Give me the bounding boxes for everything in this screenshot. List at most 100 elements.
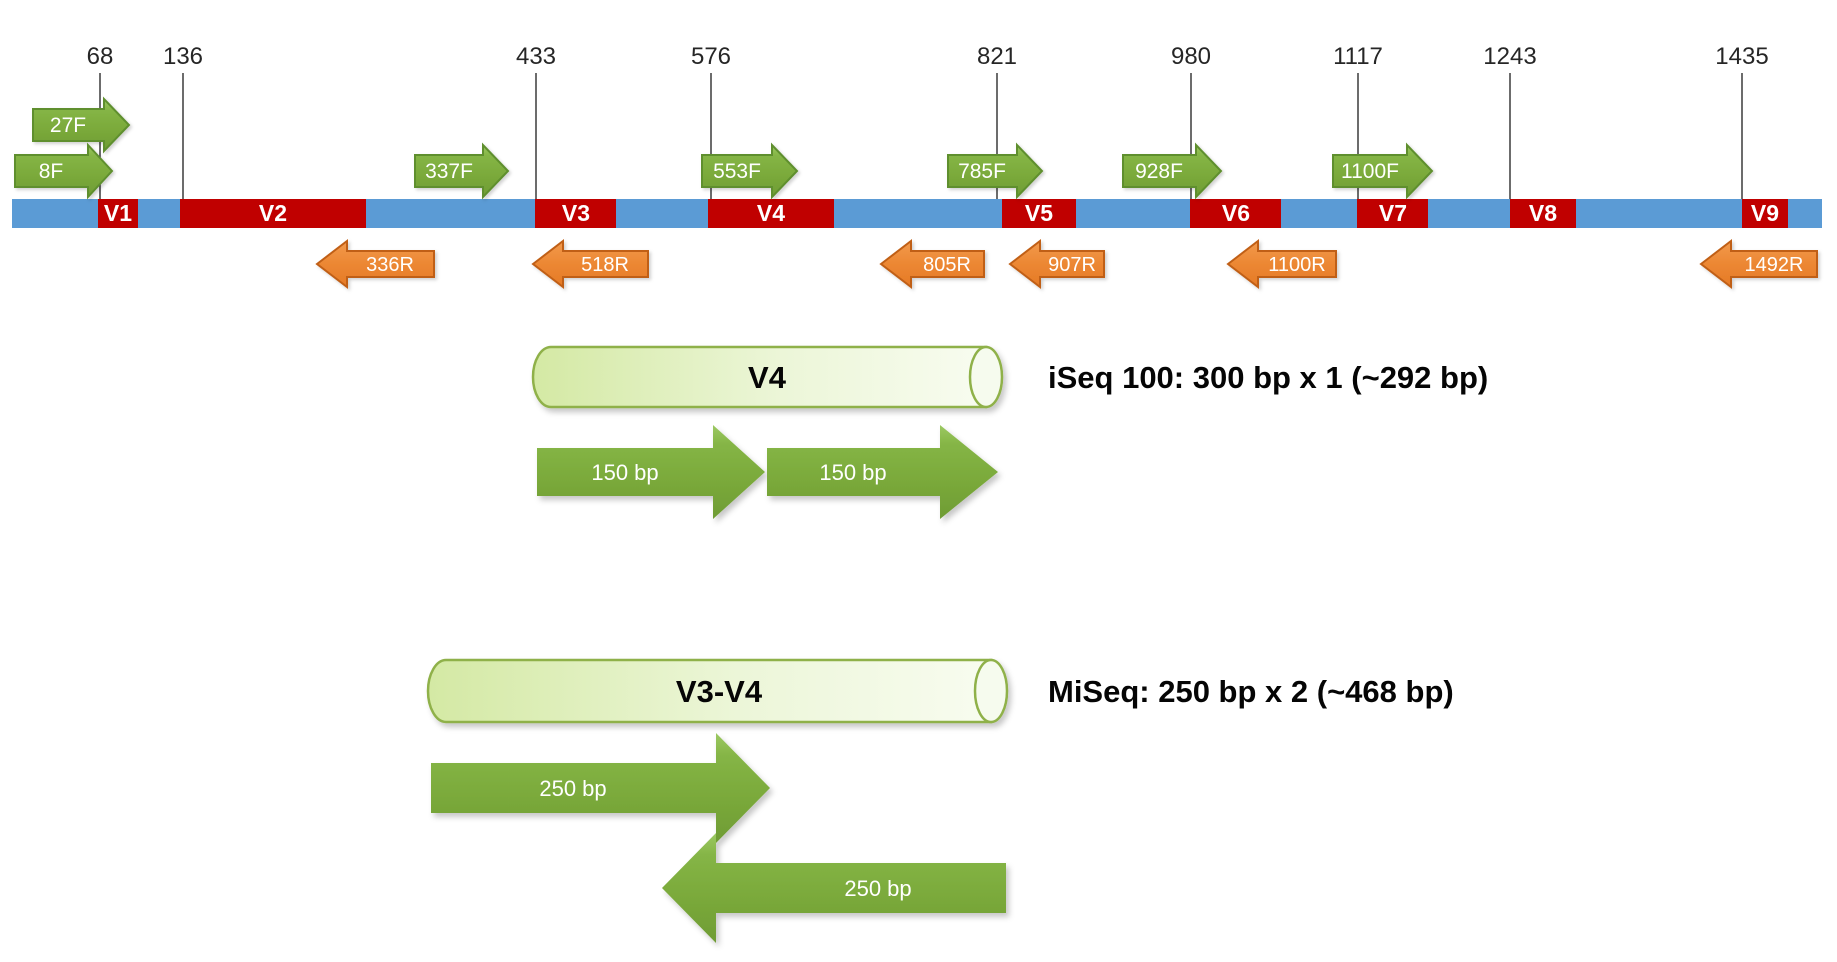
platform-label: MiSeq: 250 bp x 2 (~468 bp) — [1048, 674, 1454, 709]
position-ruler: 68 136 433 576 821 980 1117 1243 — [87, 43, 1769, 199]
tick-label: 1435 — [1715, 43, 1768, 70]
primer-label: 518R — [581, 254, 629, 276]
primer-label: 785F — [958, 160, 1006, 183]
tick-label: 1117 — [1333, 43, 1383, 70]
reverse-primers: 336R 518R 805R 907R 1100R 1492R — [315, 238, 1818, 290]
reverse-arrow-icon — [531, 238, 649, 290]
gene-backbone: V1 V2 V3 V4 V5 V6 V7 V8 — [12, 199, 1822, 228]
tick-label: 433 — [516, 43, 556, 70]
tick-136: 136 — [163, 43, 203, 199]
forward-primers: 27F 8F 337F 553F 785F 928F 1100F — [14, 96, 1434, 200]
region-rect — [98, 199, 138, 228]
primer-label: 907R — [1048, 254, 1096, 276]
tick-576: 576 — [691, 43, 731, 199]
region-rect — [1357, 199, 1428, 228]
region-segment-v2: V2 — [180, 199, 366, 228]
tick-label: 1243 — [1483, 43, 1536, 70]
forward-primer-27f: 27F — [32, 96, 131, 154]
read-arrow-left-icon — [662, 833, 1006, 943]
forward-arrow-icon — [1332, 142, 1434, 200]
cylinder-body — [426, 658, 993, 724]
region-label: V1 — [104, 200, 132, 226]
forward-arrow-icon — [701, 142, 799, 200]
cylinder-cap — [973, 658, 1009, 724]
primer-label: 8F — [39, 160, 64, 183]
iseq-reads — [537, 425, 998, 519]
tick-label: 136 — [163, 43, 203, 70]
forward-arrow-icon — [947, 142, 1044, 200]
region-segment-v5: V5 — [1002, 199, 1076, 228]
region-label: V4 — [757, 200, 785, 226]
reverse-arrow-icon — [315, 238, 435, 290]
iseq-amplicon-cylinder — [531, 345, 1004, 409]
reverse-arrow-icon — [1226, 238, 1337, 290]
region-label: V7 — [1379, 200, 1407, 226]
primer-label: 1100F — [1341, 160, 1399, 183]
region-label: V9 — [1751, 200, 1779, 226]
miseq-amplicon-cylinder — [426, 658, 1009, 724]
region-segment-v3: V3 — [535, 199, 616, 228]
forward-arrow-icon — [32, 96, 131, 154]
read-length-label: 150 bp — [591, 460, 658, 485]
region-segment-v9: V9 — [1742, 199, 1788, 228]
forward-arrow-icon — [1122, 142, 1223, 200]
primer-label: 928F — [1135, 160, 1183, 183]
platform-label: iSeq 100: 300 bp x 1 (~292 bp) — [1048, 360, 1488, 395]
reverse-primer-518r: 518R — [531, 238, 649, 290]
read-length-label: 250 bp — [844, 876, 911, 901]
region-rect — [1190, 199, 1281, 228]
forward-primer-1100f: 1100F — [1332, 142, 1434, 200]
region-rect — [1002, 199, 1076, 228]
amplicon-region-label: V3-V4 — [676, 674, 763, 709]
region-segment-v6: V6 — [1190, 199, 1281, 228]
region-label: V3 — [562, 200, 590, 226]
reverse-arrow-icon — [1008, 238, 1105, 290]
miseq-reads — [431, 733, 1006, 943]
read-arrow-right-icon — [537, 425, 765, 519]
primer-label: 553F — [713, 160, 761, 183]
primer-label: 1492R — [1745, 254, 1804, 276]
amplicon-region-label: V4 — [748, 360, 787, 395]
region-segment-v8: V8 — [1510, 199, 1576, 228]
reverse-arrow-icon — [1699, 238, 1818, 290]
primer-label: 27F — [50, 114, 86, 137]
tick-label: 576 — [691, 43, 731, 70]
read-arrow-right-icon — [767, 425, 998, 519]
forward-arrow-icon — [414, 142, 510, 200]
tick-label: 821 — [977, 43, 1017, 70]
region-segment-v7: V7 — [1357, 199, 1428, 228]
region-label: V8 — [1529, 200, 1557, 226]
region-segment-v1: V1 — [98, 199, 138, 228]
primer-label: 336R — [366, 254, 414, 276]
primer-label: 337F — [425, 160, 473, 183]
forward-primer-337f: 337F — [414, 142, 510, 200]
cylinder-cap — [968, 345, 1004, 409]
region-rect — [180, 199, 366, 228]
tick-821: 821 — [977, 43, 1017, 199]
region-label: V6 — [1222, 200, 1250, 226]
forward-primer-928f: 928F — [1122, 142, 1223, 200]
region-rect — [535, 199, 616, 228]
read-length-label: 250 bp — [539, 776, 606, 801]
reverse-primer-1100r: 1100R — [1226, 238, 1337, 290]
reverse-arrow-icon — [879, 238, 985, 290]
forward-primer-785f: 785F — [947, 142, 1044, 200]
read-arrow-right-icon — [431, 733, 770, 843]
reverse-primer-805r: 805R — [879, 238, 985, 290]
region-segment-v4: V4 — [708, 199, 834, 228]
reverse-primer-907r: 907R — [1008, 238, 1105, 290]
region-rect — [708, 199, 834, 228]
iseq-amplicon-section: V4 iSeq 100: 300 bp x 1 (~292 bp) 150 bp… — [531, 345, 1488, 519]
primer-label: 805R — [923, 254, 971, 276]
miseq-amplicon-section: V3-V4 MiSeq: 250 bp x 2 (~468 bp) 250 bp… — [426, 658, 1454, 943]
forward-arrow-icon — [14, 142, 114, 200]
region-rect — [1510, 199, 1576, 228]
tick-1435: 1435 — [1715, 43, 1769, 199]
tick-1243: 1243 — [1483, 43, 1537, 199]
tick-433: 433 — [516, 43, 556, 199]
forward-primer-8f: 8F — [14, 142, 114, 200]
forward-primer-553f: 553F — [701, 142, 799, 200]
tick-1117: 1117 — [1333, 43, 1383, 199]
